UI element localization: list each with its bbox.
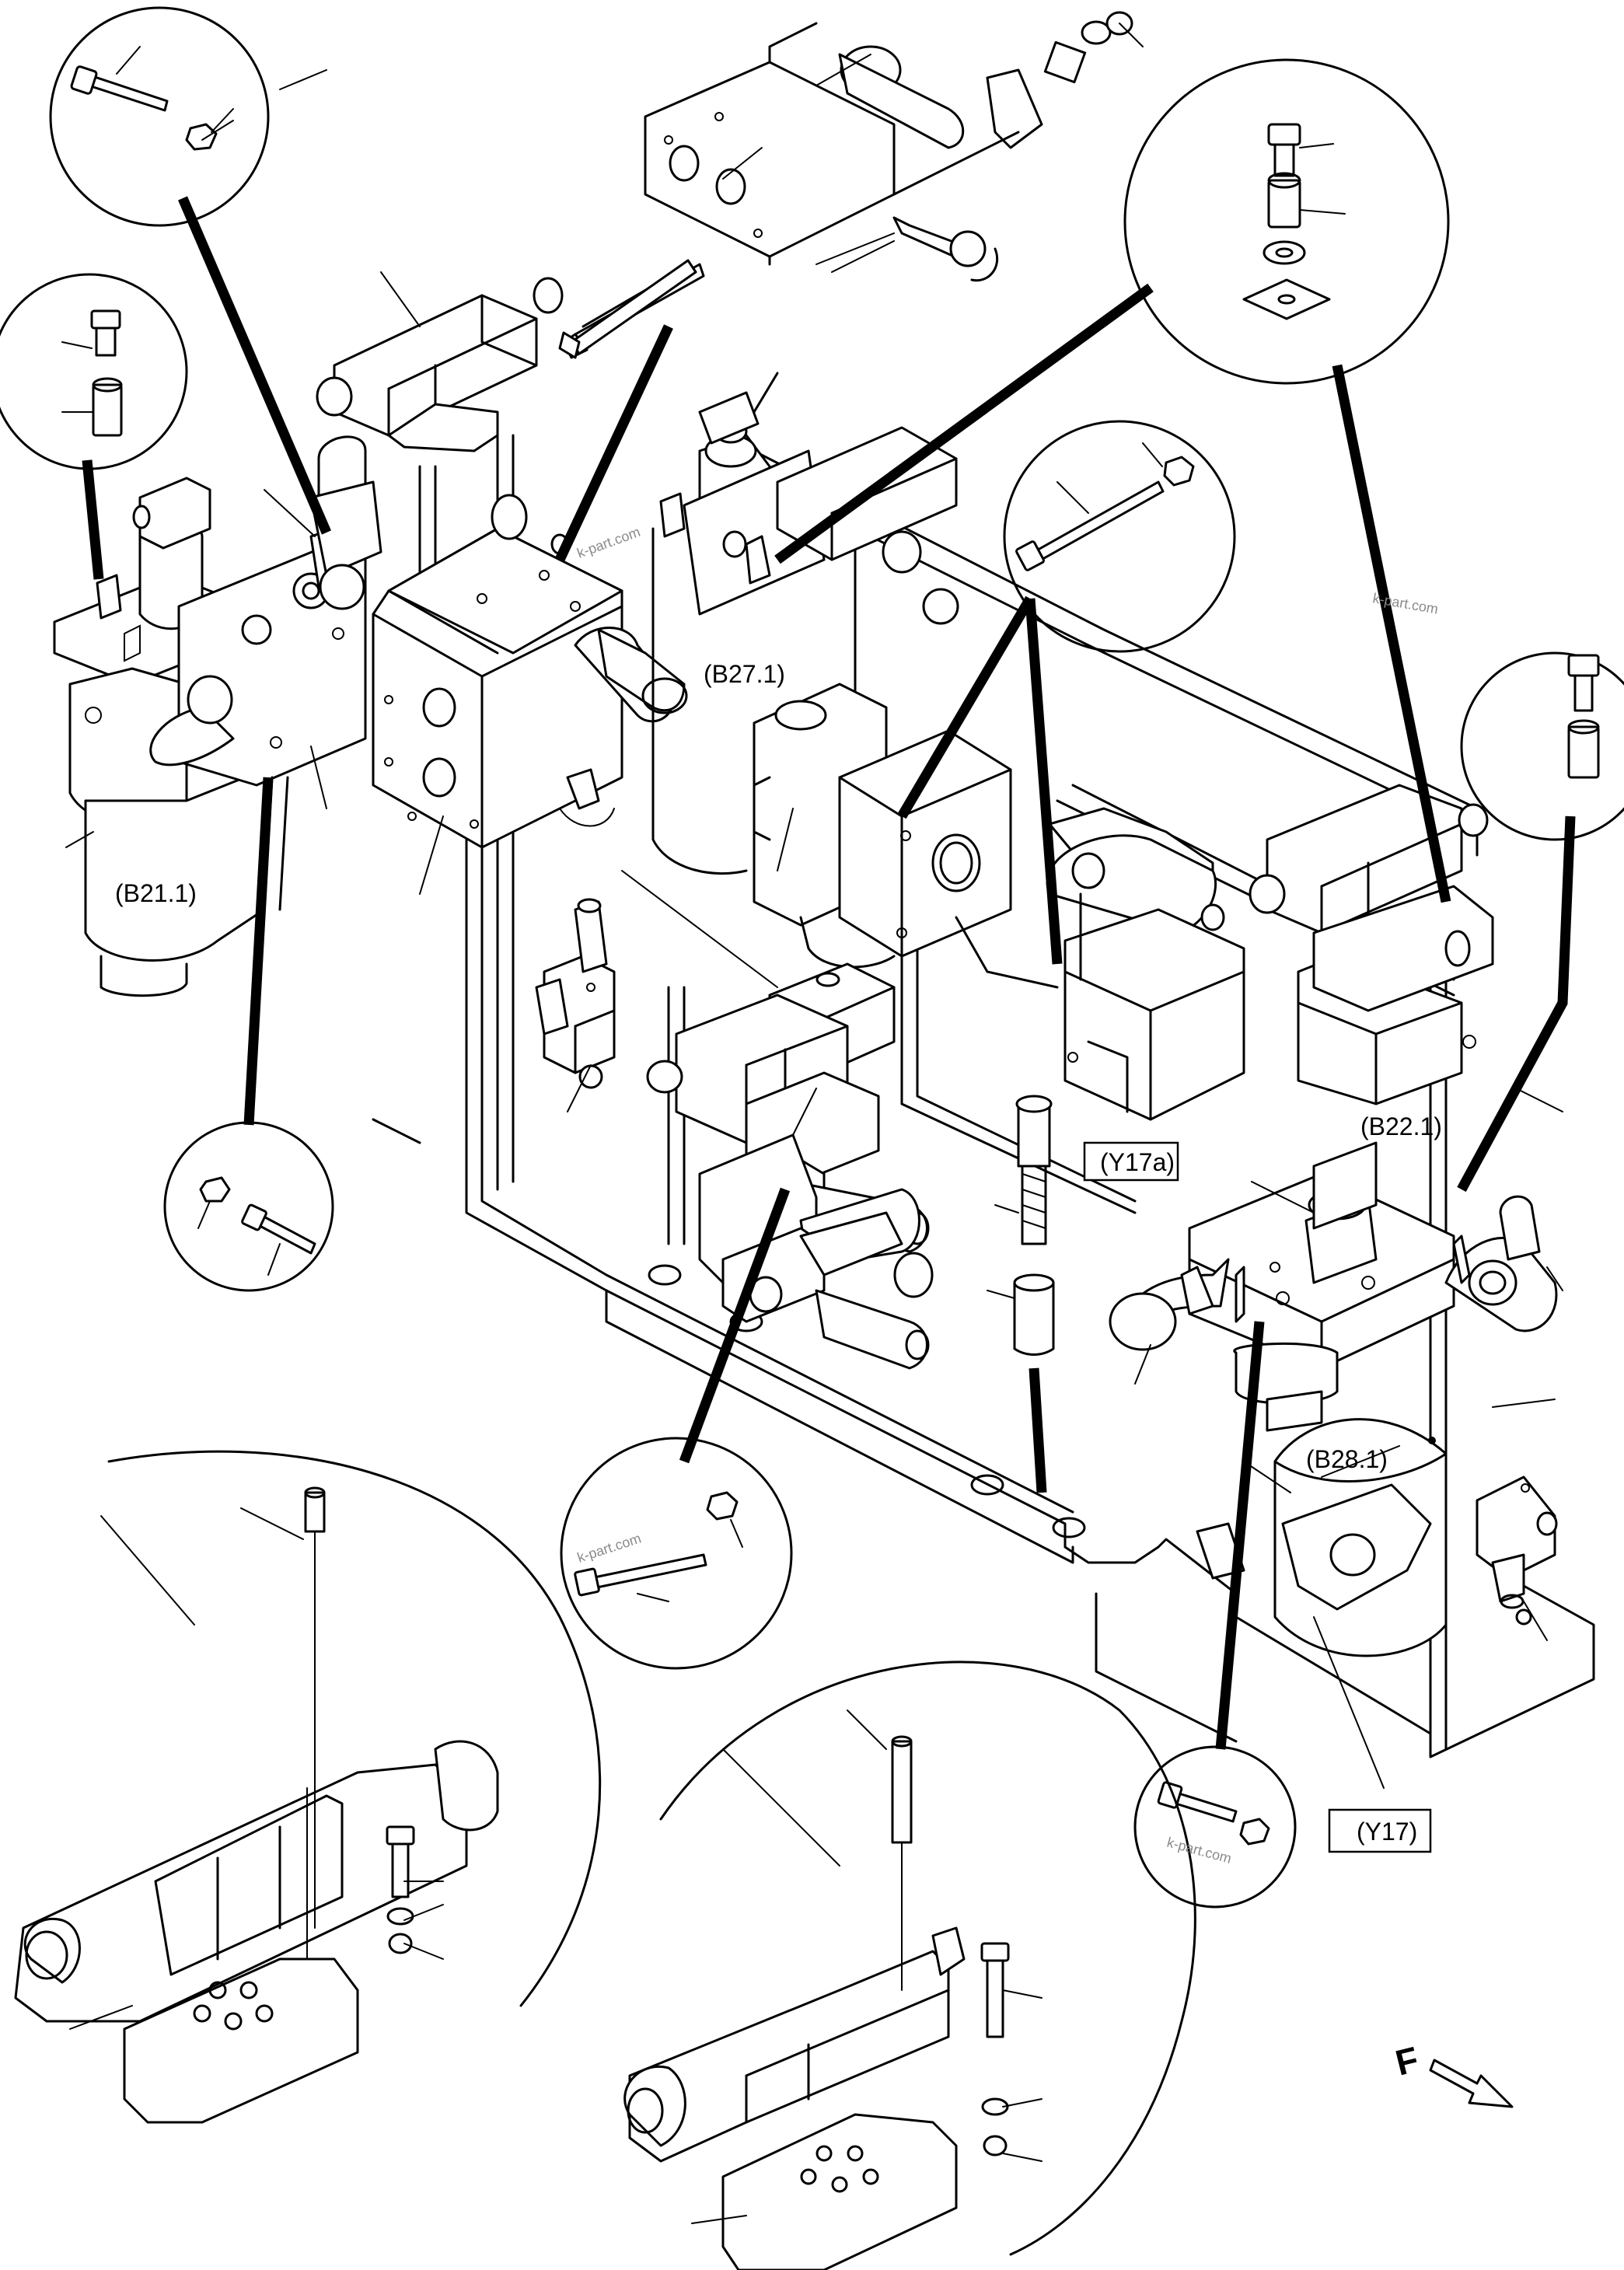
watermark: k-part.com [1165, 1835, 1233, 1867]
center-solenoid-stack [646, 962, 934, 1370]
right-valve-assembly-b22 [1249, 784, 1494, 1105]
detail-callouts [0, 6, 1624, 2270]
detail-circle-valve-exploded-center [659, 1661, 1196, 2256]
large-cube-valve [753, 683, 1059, 989]
label-b28: (B28.1) [1306, 1445, 1388, 1473]
label-b27: (B27.1) [704, 660, 785, 688]
label-b28-dot [1428, 1437, 1436, 1444]
callout-pointers [82, 196, 1576, 1750]
small-solenoid-valve [535, 898, 616, 1089]
detail-circle-valve-exploded-left [107, 1450, 602, 2007]
left-solenoid-valve [316, 277, 564, 452]
label-b22: (B22.1) [1360, 1112, 1442, 1140]
pressure-valve [1046, 807, 1245, 1121]
filter-b21 [53, 435, 382, 997]
detail-circle-bolt-spacer-right [1460, 651, 1624, 841]
label-y17: (Y17) [1357, 1818, 1417, 1846]
watermark: k-part.com [1371, 590, 1439, 616]
detail-circle-bolt-nut [49, 6, 270, 227]
center-valve-block-b27 [372, 494, 688, 849]
direction-marker: F [1392, 2038, 1514, 2108]
detail-circle-bolt-nut-center [560, 1437, 793, 1670]
label-box-y17a [1083, 1141, 1179, 1182]
loose-bolt-and-spacer [1013, 1095, 1055, 1356]
detail-circle-long-bolt-nut [1003, 420, 1236, 653]
label-y17a: (Y17a) [1100, 1148, 1175, 1176]
watermark: k-part.com [575, 1531, 643, 1566]
leader-lines [65, 23, 1563, 2224]
direction-label: F [1392, 2038, 1423, 2083]
component-labels: (B21.1) (B27.1) (B22.1) (Y17a) (B28.1) (… [115, 660, 1442, 1853]
long-bolt-top [558, 259, 697, 359]
label-b21: (B21.1) [115, 879, 197, 907]
filter-b28 [1109, 1141, 1558, 1657]
detail-circle-bolt-spacer-washer-plate [1123, 58, 1450, 385]
label-box-y17 [1328, 1808, 1432, 1853]
arrow-down-right-icon [1429, 2059, 1514, 2108]
detail-circle-bolt-nut-lower-right [1133, 1745, 1297, 1909]
detail-circle-bolt-spacer-left [0, 273, 188, 470]
watermark: k-part.com [575, 524, 643, 561]
